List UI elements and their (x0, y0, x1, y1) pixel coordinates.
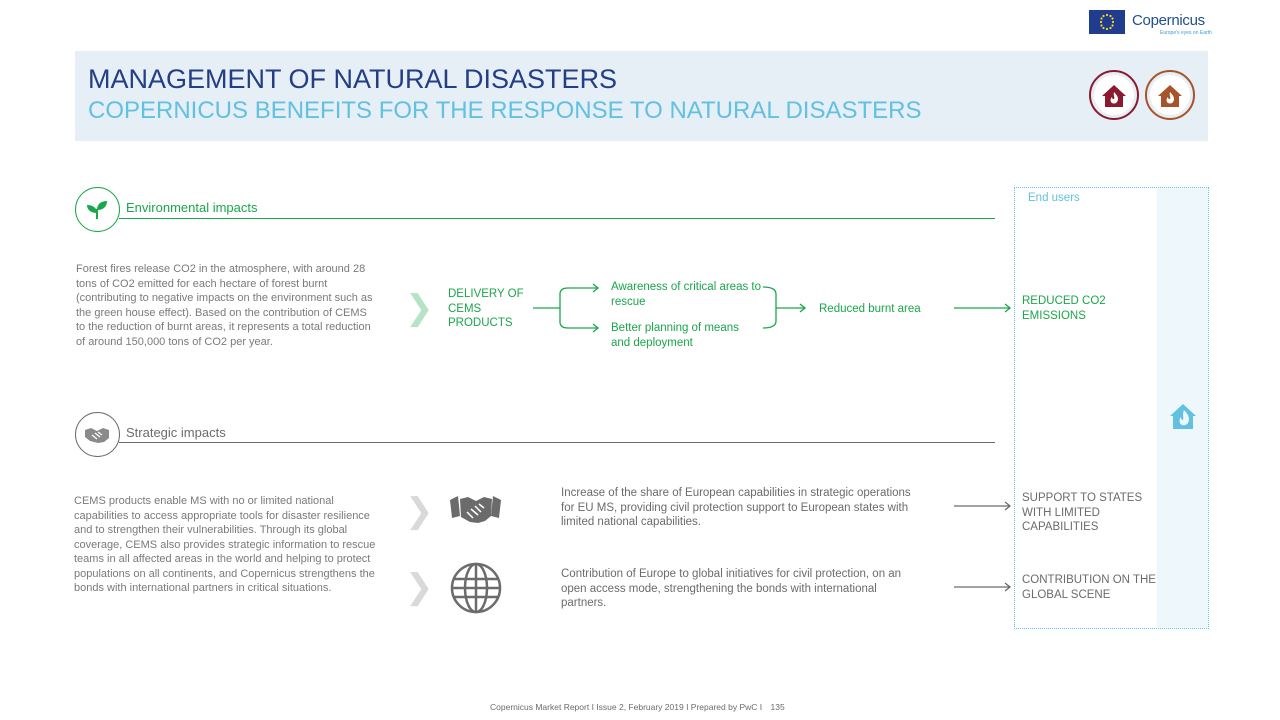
strategic-description: CEMS products enable MS with no or limit… (74, 495, 376, 594)
header-band (75, 51, 1208, 141)
environmental-divider (119, 218, 995, 219)
end-users-panel (1014, 187, 1209, 629)
strategic-row2-outcome: CONTRIBUTION ON THE GLOBAL SCENE (1022, 574, 1156, 601)
house-fire-icon (1089, 70, 1139, 120)
page-subtitle: COPERNICUS BENEFITS FOR THE RESPONSE TO … (88, 97, 922, 124)
end-users-label: End users (1028, 192, 1080, 204)
handshake-icon (75, 412, 120, 457)
copernicus-wordmark: Copernicus (1132, 12, 1205, 29)
page-title: MANAGEMENT OF NATURAL DISASTERS (88, 64, 618, 94)
environmental-description: Forest fires release CO2 in the atmosphe… (76, 263, 373, 348)
reduced-co2-outcome: REDUCED CO2 EMISSIONS (1022, 295, 1106, 322)
reduced-area-label: Reduced burnt area (819, 303, 921, 315)
arrow-right-icon (954, 582, 1012, 592)
planning-label: Better planning of means and deployment (611, 322, 739, 349)
leaf-icon (75, 187, 120, 232)
strategic-row1-text: Increase of the share of European capabi… (561, 487, 911, 528)
chevron-right-icon: ❯ (405, 568, 434, 606)
copernicus-tagline: Europe's eyes on Earth (1160, 30, 1212, 36)
strategic-row1-outcome: SUPPORT TO STATES WITH LIMITED CAPABILIT… (1022, 492, 1143, 533)
arrow-right-icon (954, 501, 1012, 511)
footer-text: Copernicus Market Report I Issue 2, Febr… (490, 702, 763, 712)
eu-flag-icon (1089, 10, 1125, 34)
footer: Copernicus Market Report I Issue 2, Febr… (490, 702, 785, 712)
chevron-right-icon: ❯ (405, 492, 434, 530)
environmental-flow-arrows (533, 283, 1012, 333)
handshake-icon (448, 490, 503, 530)
environmental-section-title: Environmental impacts (126, 200, 258, 215)
strategic-row2-text: Contribution of Europe to global initiat… (561, 568, 902, 609)
page-number: 135 (770, 702, 785, 712)
chevron-right-icon: ❯ (405, 289, 434, 327)
house-fire-icon (1145, 70, 1195, 120)
copernicus-logo: Copernicus Europe's eyes on Earth (1130, 8, 1212, 38)
globe-icon (449, 561, 503, 615)
strategic-section-title: Strategic impacts (126, 425, 226, 440)
strategic-divider (119, 442, 995, 443)
house-fire-icon (1166, 399, 1200, 433)
delivery-label: DELIVERY OF CEMS PRODUCTS (448, 288, 524, 329)
awareness-label: Awareness of critical areas to rescue (611, 281, 761, 308)
